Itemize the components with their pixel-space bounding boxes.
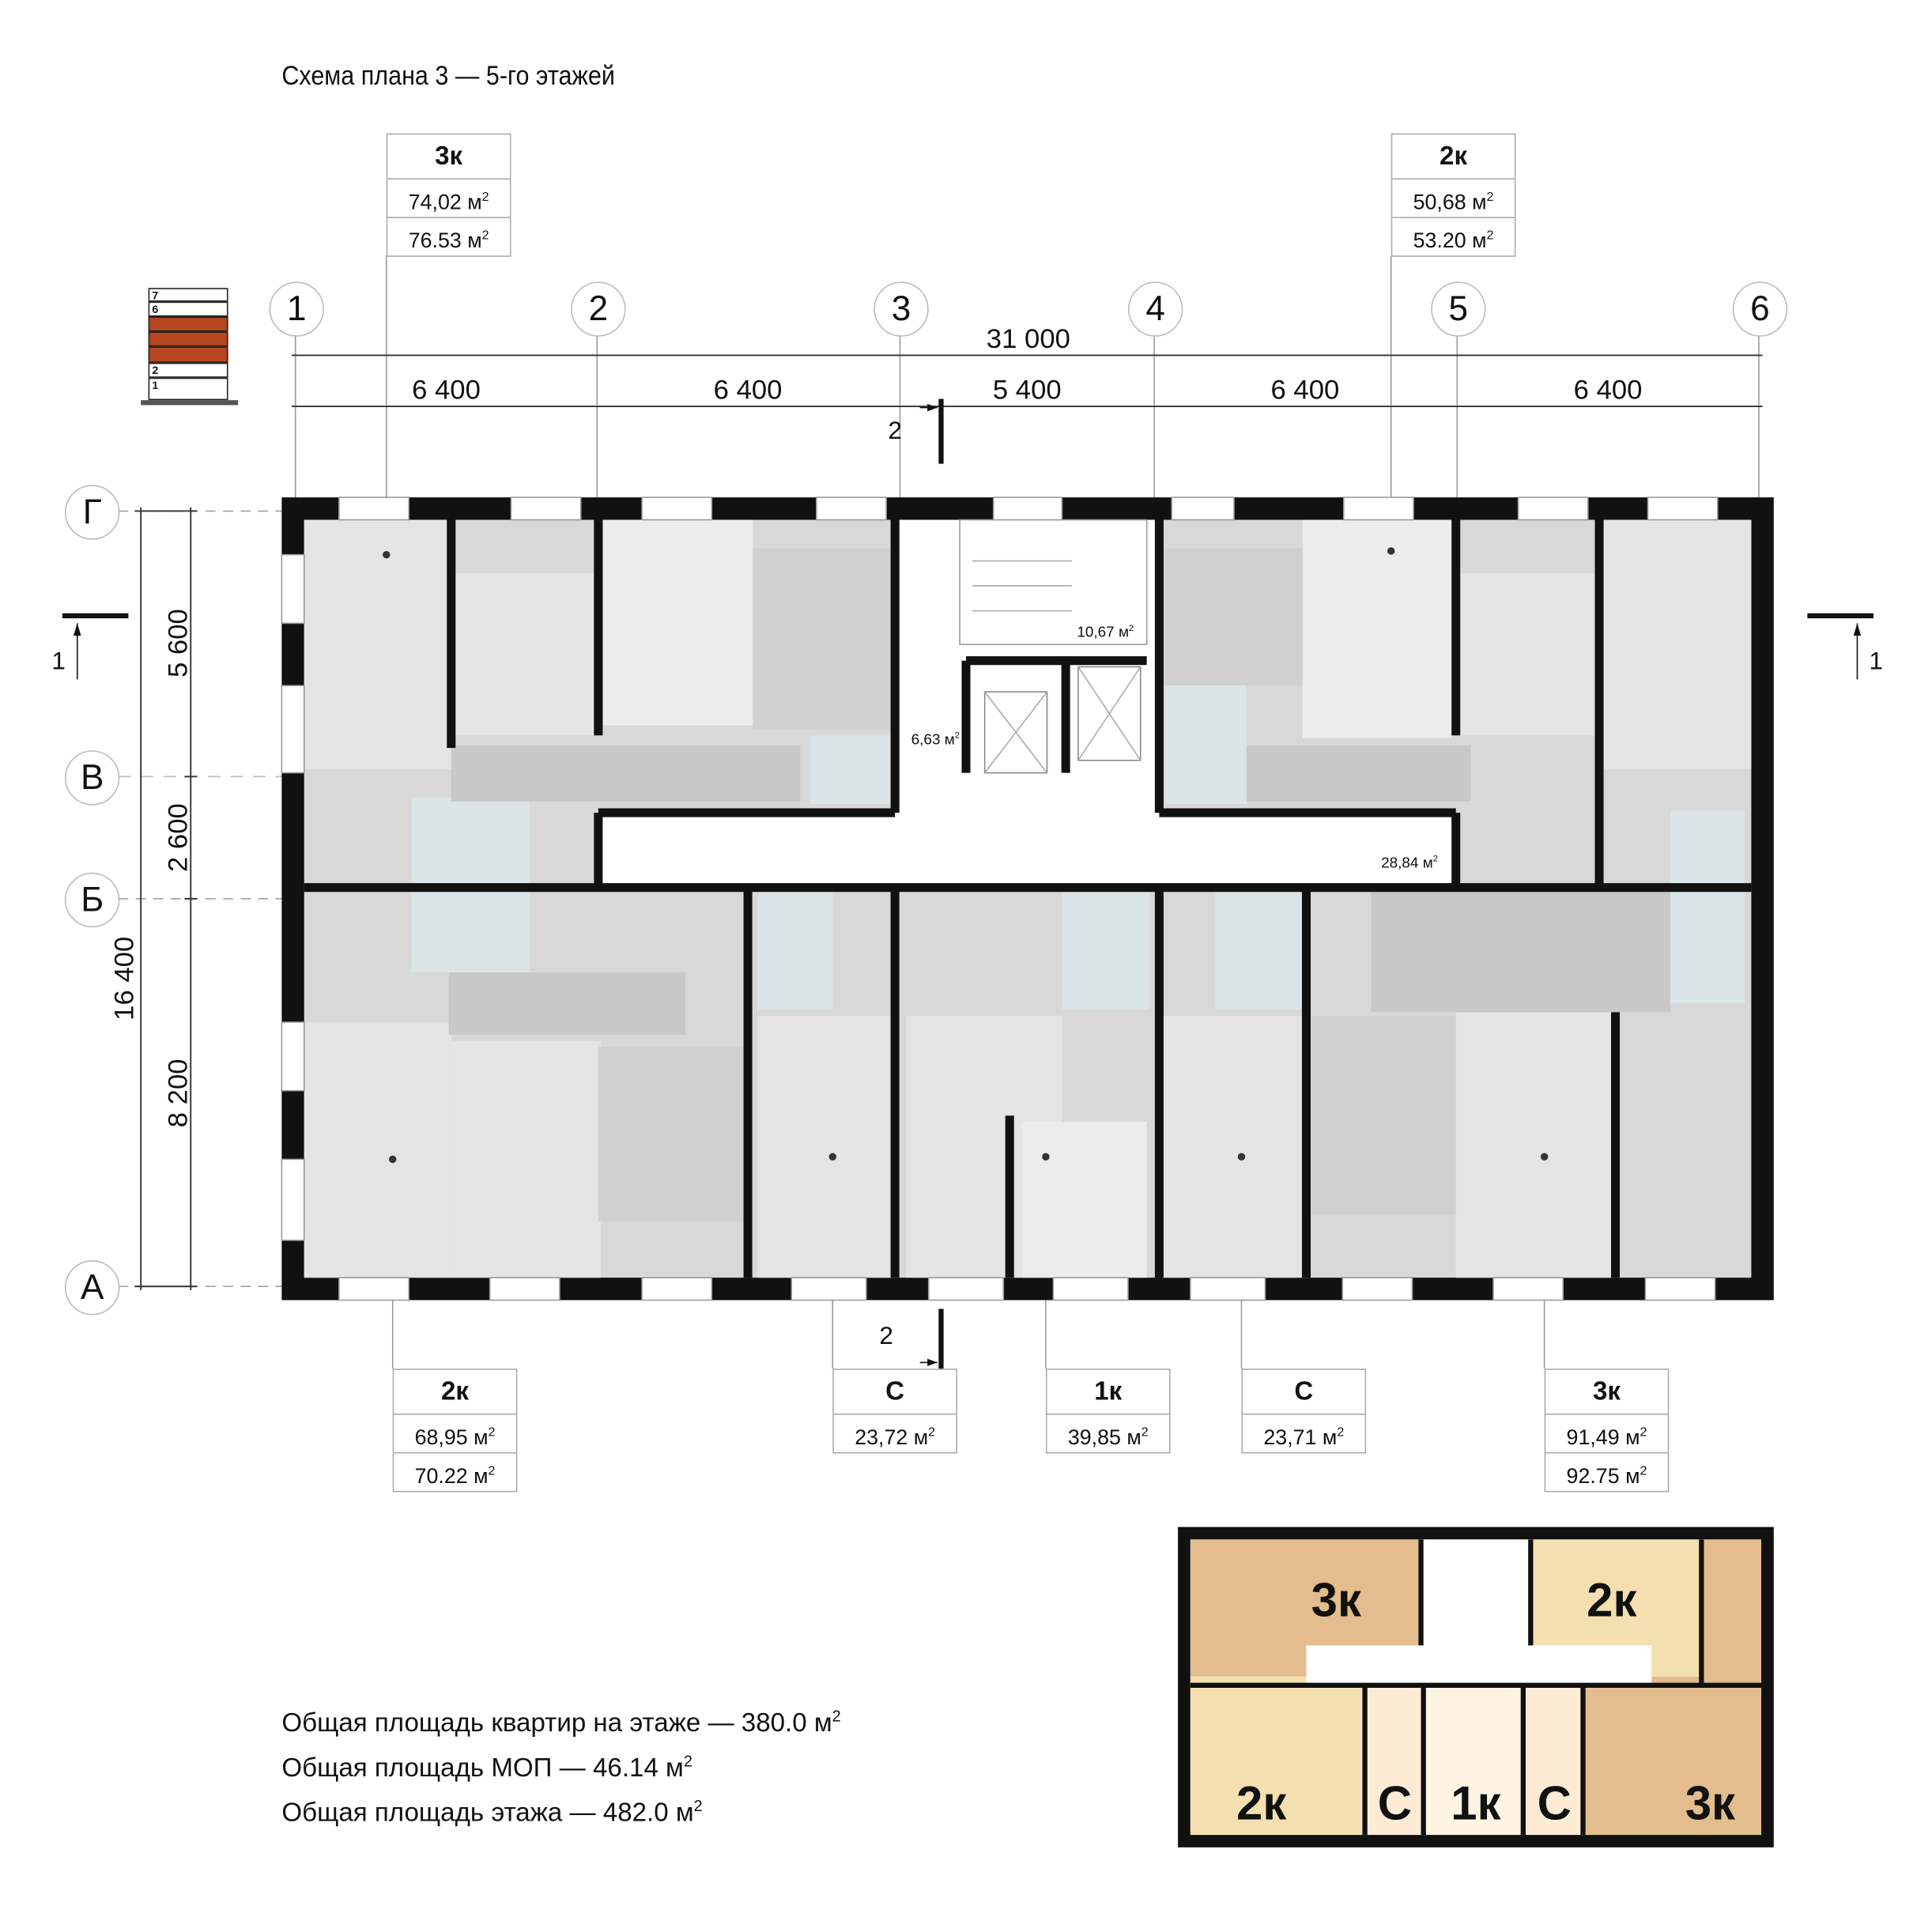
- floor-4: [148, 331, 228, 347]
- summary-mop: Общая площадь МОП — 46.14 м2: [281, 1752, 692, 1783]
- apt-type: 2к: [394, 1370, 516, 1415]
- mini-label-1k: 1к: [1451, 1778, 1501, 1831]
- apartment-tag-3k-top: 3к 74,02 м2 76.53 м2: [386, 133, 511, 257]
- apt-type: 3к: [1545, 1370, 1668, 1415]
- column-axis-2: 2: [571, 281, 626, 337]
- mini-plan: [1178, 1527, 1774, 1847]
- lobby-area: 6,63 м2: [911, 729, 960, 749]
- column-axis-4: 4: [1128, 281, 1183, 337]
- ground-line: [141, 400, 239, 406]
- apt-type: 3к: [387, 134, 510, 180]
- column-axis-3: 3: [874, 281, 929, 337]
- dim-vertical-2: 2 600: [161, 803, 194, 873]
- apt-total-area: 70.22 м2: [414, 1464, 496, 1489]
- dim-vertical-total: 16 400: [108, 936, 140, 1021]
- floor-5: [148, 316, 228, 332]
- apartment-tag-2k-bottom: 2к 68,95 м2 70.22 м2: [392, 1368, 518, 1493]
- apt-living-area: 23,71 м2: [1263, 1425, 1345, 1450]
- stair-area: 10,67 м2: [1077, 621, 1134, 641]
- column-axis-1: 1: [269, 281, 324, 337]
- area-summary: Общая площадь квартир на этаже — 380.0 м…: [281, 1698, 840, 1832]
- row-axis-b: Б: [64, 872, 120, 928]
- apt-living-area: 74,02 м2: [387, 179, 510, 218]
- column-axis-5: 5: [1431, 281, 1486, 337]
- column-axis-6: 6: [1732, 281, 1788, 337]
- summary-floor: Общая площадь этажа — 482.0 м2: [281, 1797, 703, 1828]
- apt-type: 2к: [1392, 134, 1515, 180]
- dim-span-4: 6 400: [1270, 374, 1340, 406]
- section-1-right-label: 1: [1869, 647, 1883, 676]
- dim-span-2: 6 400: [713, 374, 783, 406]
- apt-living-area: 68,95 м2: [394, 1415, 516, 1454]
- apartment-tag-1k: 1к 39,85 м2: [1045, 1368, 1171, 1454]
- section-2-bottom-label: 2: [879, 1322, 893, 1350]
- apt-type: 1к: [1047, 1370, 1170, 1415]
- floor-7: 7: [148, 288, 228, 302]
- apt-living-area: 23,72 м2: [855, 1425, 936, 1450]
- apartment-tag-3k-bottom: 3к 91,49 м2 92.75 м2: [1544, 1368, 1670, 1493]
- apt-total-area: 92.75 м2: [1566, 1464, 1647, 1489]
- summary-apartments: Общая площадь квартир на этаже — 380.0 м…: [281, 1708, 841, 1738]
- dim-vertical-1: 5 600: [161, 609, 194, 678]
- apartment-tag-2k-top: 2к 50,68 м2 53.20 м2: [1391, 133, 1516, 257]
- dim-span-5: 6 400: [1573, 374, 1643, 406]
- dim-span-3: 5 400: [992, 374, 1062, 406]
- section-2-top-label: 2: [888, 417, 902, 445]
- apt-living-area: 39,85 м2: [1067, 1425, 1149, 1450]
- floor-3: [148, 346, 228, 363]
- mini-label-studio-1: С: [1377, 1778, 1413, 1831]
- section-1-left-label: 1: [51, 647, 66, 676]
- sheet-title: Схема плана 3 — 5-го этажей: [281, 59, 615, 92]
- floor-1: 1: [148, 377, 228, 401]
- apt-living-area: 50,68 м2: [1392, 179, 1515, 218]
- apartment-tag-studio-1: С 23,72 м2: [832, 1368, 957, 1454]
- row-axis-v: В: [64, 750, 120, 806]
- floor-6: 6: [148, 301, 228, 317]
- mini-label-2k-top: 2к: [1587, 1575, 1637, 1628]
- row-axis-a: А: [64, 1260, 120, 1315]
- apartment-tag-studio-2: С 23,71 м2: [1241, 1368, 1367, 1454]
- corridor-area: 28,84 м2: [1381, 852, 1439, 872]
- dim-total: 31 000: [986, 323, 1070, 354]
- apt-total-area: 76.53 м2: [408, 228, 489, 253]
- mini-label-3k-top: 3к: [1311, 1575, 1361, 1628]
- floor-2: 2: [148, 362, 228, 378]
- dim-vertical-3: 8 200: [161, 1059, 194, 1128]
- mini-label-3k-bottom: 3к: [1685, 1778, 1736, 1831]
- row-axis-g: Г: [64, 485, 120, 540]
- apt-type: С: [833, 1370, 957, 1415]
- main-floor-plan: [281, 496, 1774, 1301]
- apt-living-area: 91,49 м2: [1545, 1415, 1668, 1454]
- apt-type: С: [1243, 1370, 1365, 1415]
- apt-total-area: 53.20 м2: [1413, 228, 1494, 253]
- mini-label-2k-bottom: 2к: [1236, 1778, 1287, 1831]
- dim-span-1: 6 400: [412, 374, 481, 406]
- mini-label-studio-2: С: [1537, 1778, 1572, 1831]
